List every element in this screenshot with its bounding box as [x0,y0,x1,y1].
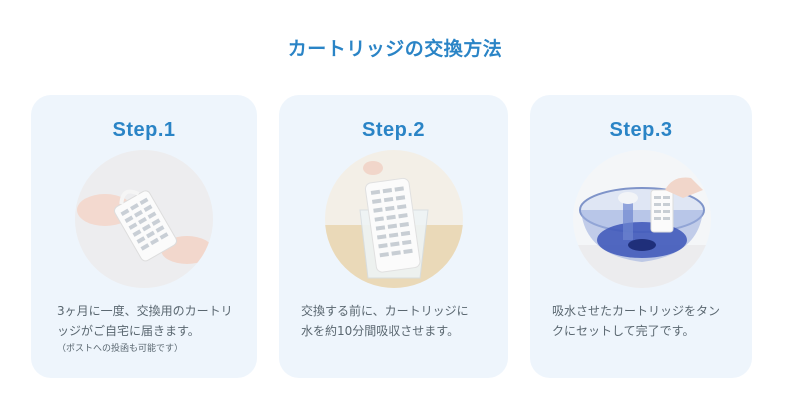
step-1-photo [75,150,213,288]
step-label: Step.3 [609,119,673,141]
step-2-photo [325,150,463,288]
step-label: Step.1 [112,119,176,141]
step-card-3: Step.3 吸水させたカートリッジをタン クにセットして完了です。 [530,95,752,378]
step-3-photo [573,150,711,288]
step-label: Step.2 [361,119,426,141]
step-card-2: Step.2 交換する前に、カートリッジ [279,95,508,378]
step-card-1: Step.1 3ヶ月に一度、交換用のカートリ ッジがご自宅 [31,95,257,378]
step-note: （ポストへの投函も可能です） [57,344,184,354]
step-description: 交換する前に、カートリッジに 水を約10分間吸収させます。 [301,304,469,338]
step-description: 3ヶ月に一度、交換用のカートリ ッジがご自宅に届きます。 （ポストへの投函も可能… [57,301,243,357]
step-description: 吸水させたカートリッジをタン クにセットして完了です。 [552,304,721,338]
section-title: カートリッジの交換方法 [287,38,503,60]
